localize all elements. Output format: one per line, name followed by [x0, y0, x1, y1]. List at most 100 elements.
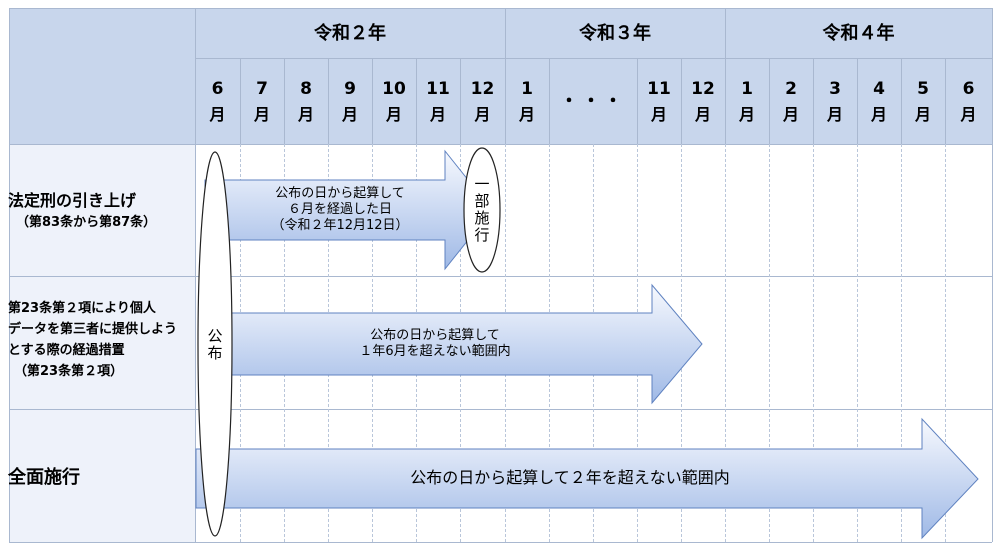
arrow-full-text: 公布の日から起算して２年を超えない範囲内 [390, 470, 750, 486]
grid-line [725, 144, 726, 542]
month-header: 10 月 [372, 60, 416, 144]
grid-line [460, 58, 461, 144]
ellipse-char: 部 [474, 192, 490, 210]
grid-line [813, 144, 814, 542]
arrow-text-line: 公布の日から起算して [370, 328, 500, 343]
row-label-line: 法定刑の引き上げ [8, 191, 137, 210]
partial-enforcement-label: 一 部 施 行 [472, 176, 492, 244]
row-label-line: 全面施行 [8, 467, 80, 488]
grid-line [637, 58, 638, 144]
grid-line [9, 409, 992, 410]
grid-line [9, 276, 992, 277]
row-label-background [9, 144, 195, 542]
grid-line [901, 144, 902, 542]
arrow-text-line: １年6月を超えない範囲内 [359, 344, 511, 359]
grid-line [813, 58, 814, 144]
grid-line [769, 58, 770, 144]
month-number: 3 [829, 79, 841, 99]
promulgation-label: 公 布 [205, 328, 225, 362]
grid-line [416, 58, 417, 144]
promulgation-ellipse [197, 151, 233, 537]
month-number: 10 [382, 79, 406, 99]
grid-line [9, 542, 992, 543]
month-number: 6 [962, 79, 975, 99]
row-label-full: 全面施行 [8, 466, 80, 490]
header-background [9, 8, 992, 144]
grid-line [9, 8, 10, 542]
arrow-full [195, 417, 979, 540]
row-label-line: （第83条から第87条） [16, 215, 157, 230]
month-header: 11 月 [416, 60, 460, 144]
grid-line [195, 58, 992, 59]
month-unit: 月 [826, 105, 843, 124]
month-unit: 月 [297, 105, 314, 124]
ellipse-char: 一 [474, 175, 490, 193]
grid-line [9, 8, 992, 9]
ellipse-char: 施 [474, 209, 490, 227]
month-unit: 月 [870, 105, 887, 124]
partial-enforcement-ellipse [463, 147, 501, 273]
year-header-r2: 令和２年 [314, 23, 386, 44]
grid-line [505, 8, 506, 144]
month-number: 2 [785, 79, 797, 99]
month-unit: 月 [650, 105, 667, 124]
month-unit: 月 [253, 105, 270, 124]
year-header-r4: 令和４年 [822, 23, 895, 44]
row-label-line: とする際の経過措置 [8, 343, 125, 358]
grid-line [284, 58, 285, 144]
grid-line [769, 144, 770, 542]
month-unit: 月 [474, 105, 491, 124]
grid-line [992, 8, 993, 542]
month-ellipsis: ・・・ [560, 91, 626, 112]
grid-line [857, 58, 858, 144]
arrow-transition [204, 283, 703, 405]
month-number: 11 [426, 79, 450, 99]
month-number: 12 [691, 79, 715, 99]
month-header: 12 月 [681, 60, 725, 144]
grid-line [725, 8, 726, 144]
month-number: 1 [521, 79, 533, 99]
ellipse-char: 公 [207, 327, 223, 345]
month-number: 8 [300, 79, 312, 99]
month-unit: 月 [782, 105, 799, 124]
arrow-text-line: ６月を経過した日 [287, 202, 392, 217]
row-label-line: （第23条第２項） [14, 364, 124, 379]
month-unit: 月 [385, 105, 402, 124]
row-label-line: 第23条第２項により個人 [8, 301, 156, 316]
month-unit: 月 [738, 105, 755, 124]
arrow-text-line: 公布の日から起算して２年を超えない範囲内 [410, 468, 730, 487]
ellipse-char: 布 [207, 344, 223, 362]
arrow-transition-text: 公布の日から起算して １年6月を超えない範囲内 [335, 328, 535, 360]
row-label-penalty: 法定刑の引き上げ （第83条から第87条） [8, 190, 156, 234]
grid-line [9, 144, 992, 145]
month-unit: 月 [694, 105, 711, 124]
month-header: 11 月 [637, 60, 681, 144]
arrow-text-line: 公布の日から起算して [275, 186, 405, 201]
month-unit: 月 [209, 105, 226, 124]
grid-line [681, 58, 682, 144]
month-number: 11 [647, 79, 671, 99]
grid-line [195, 8, 196, 542]
month-unit: 月 [960, 105, 977, 124]
grid-line [372, 58, 373, 144]
month-unit: 月 [429, 105, 446, 124]
grid-line [945, 144, 946, 542]
grid-line [328, 58, 329, 144]
grid-line [945, 58, 946, 144]
year-header-r3: 令和３年 [579, 23, 651, 44]
month-number: 1 [741, 79, 753, 99]
month-unit: 月 [518, 105, 535, 124]
month-number: 4 [873, 79, 885, 99]
